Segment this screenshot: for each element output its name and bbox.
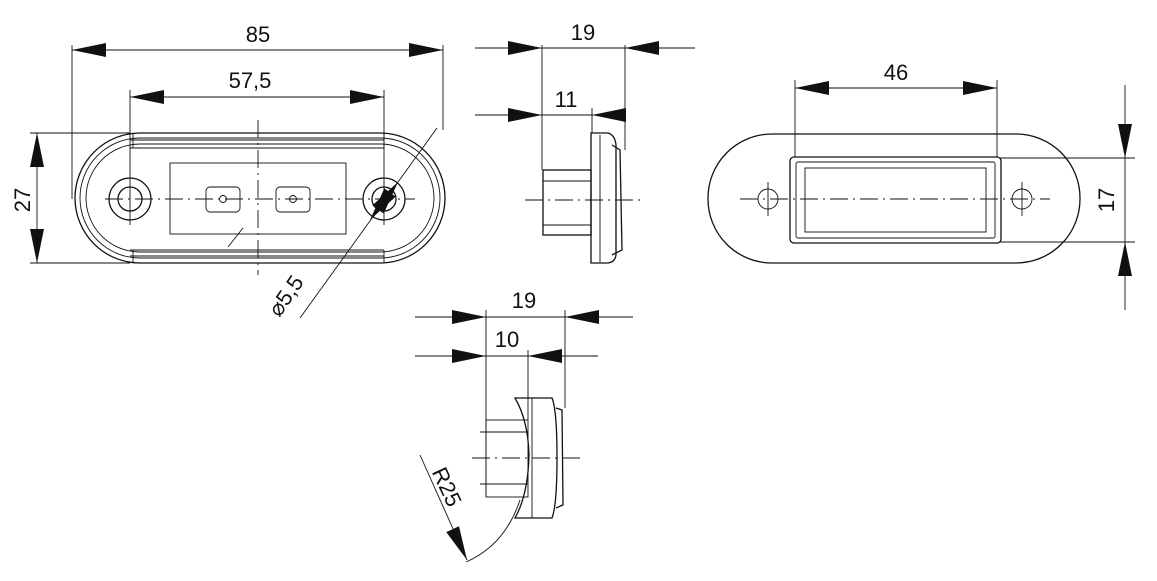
side-view-bottom: 19 10 R25 <box>415 288 633 563</box>
dim-cutout-width: 46 <box>884 60 908 85</box>
dim-hole-diameter: ⌀5,5 <box>263 271 309 321</box>
dim-cutout-height: 17 <box>1094 188 1119 212</box>
dim-width: 85 <box>246 22 270 47</box>
dim-hole-spacing: 57,5 <box>229 68 272 93</box>
dim-stem-depth: 11 <box>555 87 578 112</box>
dimension-arrowhead <box>446 526 467 560</box>
dim-radius: R25 <box>427 463 467 510</box>
side-view-top: 19 11 <box>475 20 695 264</box>
dim-depth: 19 <box>571 20 595 45</box>
front-view: 85 57,5 27 ⌀5,5 <box>10 22 446 321</box>
dim-stem-depth-bottom: 10 <box>495 327 519 352</box>
dim-height: 27 <box>10 188 35 212</box>
dim-depth-bottom: 19 <box>512 288 536 313</box>
rear-view: 46 17 <box>707 60 1135 310</box>
